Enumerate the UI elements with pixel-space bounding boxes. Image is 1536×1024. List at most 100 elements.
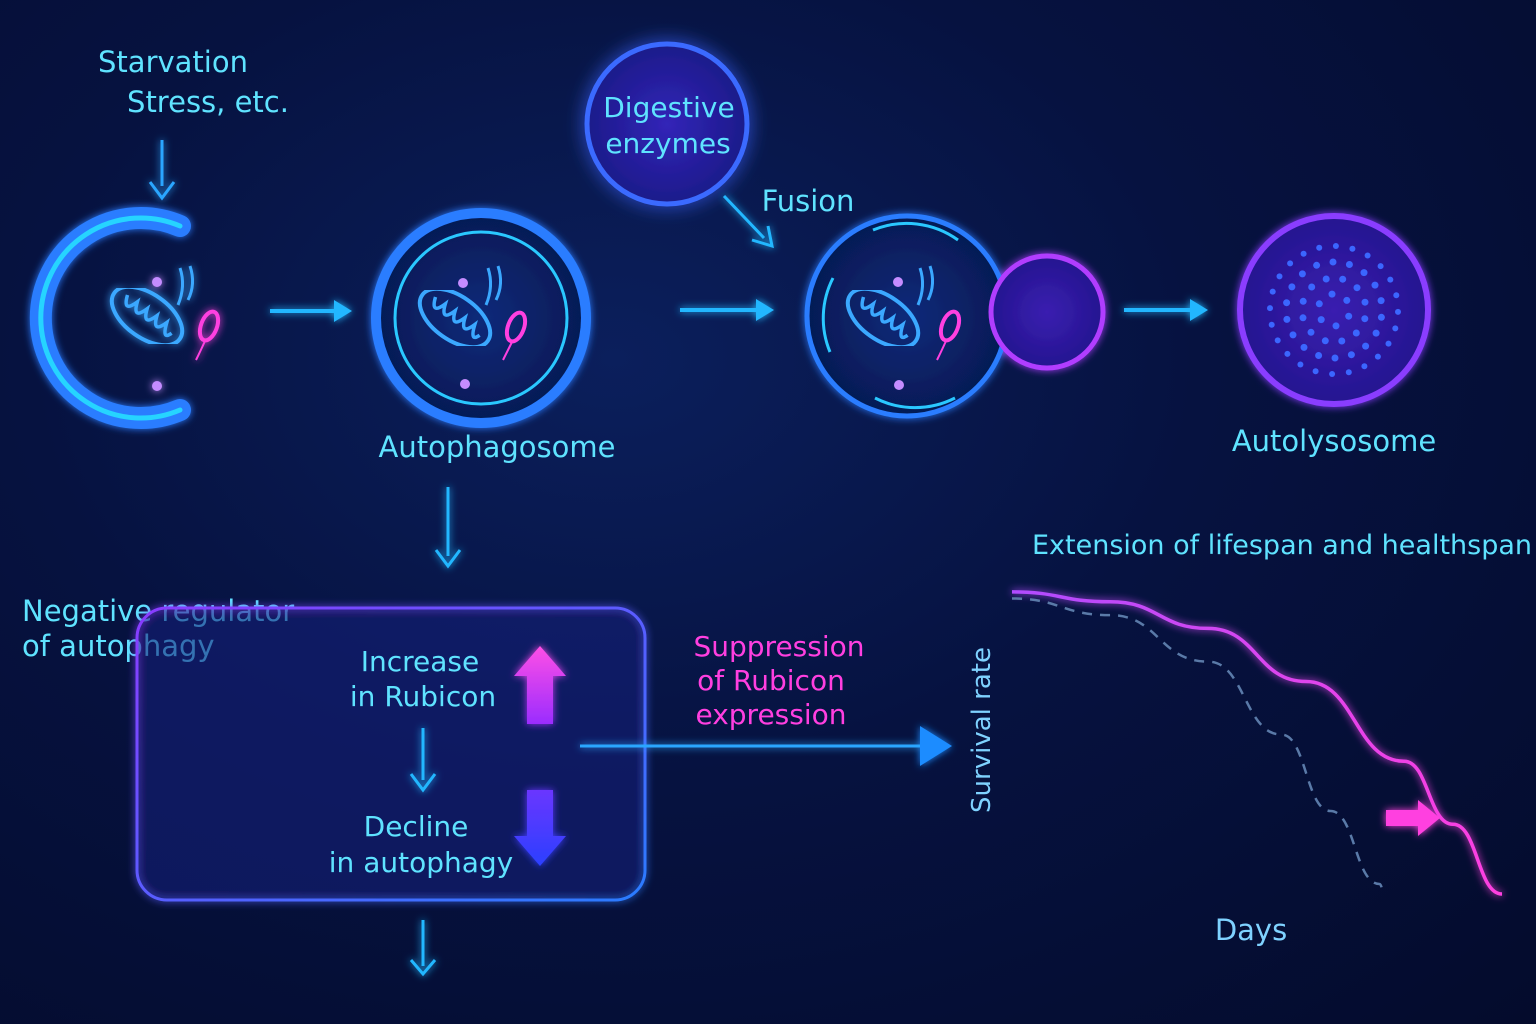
particle-dot [1300, 250, 1307, 257]
particle-dot [1299, 314, 1307, 322]
particle-dot [1268, 321, 1275, 328]
particle-dot [1329, 371, 1336, 377]
particle-dot [1274, 337, 1281, 344]
particle-dot [1360, 269, 1368, 277]
particle-dot [1315, 300, 1323, 308]
rubicon-box [135, 606, 647, 902]
enzymes-label: enzymes [605, 127, 730, 160]
stress-label: Stress, etc. [127, 85, 289, 119]
down-arrow-icon [514, 790, 566, 866]
particle-dot [1343, 296, 1351, 304]
down-arrow-autophagosome [434, 487, 462, 569]
particle-dot [1312, 368, 1319, 375]
increase-label-line2: in Rubicon [350, 680, 496, 713]
particle-dot [1345, 312, 1353, 320]
particle-dot [1328, 290, 1336, 298]
decline-label-line2: in autophagy [329, 846, 513, 879]
suppression-label-line3: expression [695, 698, 846, 731]
particle-dot [1338, 337, 1346, 345]
particle-dot [1297, 361, 1304, 368]
particle-dot [1332, 243, 1339, 249]
particle-dot [1315, 352, 1323, 359]
particle-dot [1371, 281, 1379, 289]
particle-dot [1377, 297, 1385, 305]
particle-dot [1331, 354, 1339, 362]
down-arrow-bottom [409, 920, 437, 977]
lysosome [584, 41, 750, 207]
suppression-arrow [580, 726, 952, 766]
particle-dot [1349, 245, 1356, 252]
particle-dot [1267, 305, 1273, 312]
particle-dot [1361, 363, 1368, 370]
up-arrow-icon [514, 646, 566, 724]
particle-dot [1321, 337, 1329, 345]
particle-dot [1387, 276, 1394, 283]
particle-dot [1374, 353, 1381, 360]
particle-dot [1332, 322, 1340, 330]
particle-dot [1313, 261, 1321, 269]
particle-dot [1300, 343, 1308, 351]
particle-dot [1361, 315, 1369, 323]
box-inner-arrow [409, 728, 437, 793]
fusion-label: Fusion [762, 184, 855, 218]
particle-dot [1392, 325, 1399, 332]
decline-label-line1: Decline [364, 810, 469, 843]
particle-dot [1377, 313, 1385, 321]
control-survival-curve [1011, 597, 1385, 896]
particle-dot [1347, 351, 1355, 359]
particle-dot [1298, 270, 1306, 278]
y-axis-label: Survival rate [967, 647, 997, 813]
particle-dot [1329, 258, 1337, 266]
suppression-label-line2: of Rubicon [697, 664, 845, 697]
particle-dot [1393, 292, 1400, 299]
increase-label-line1: Increase [361, 645, 480, 678]
extension-arrow-icon [1386, 800, 1440, 836]
fusion-arrow [722, 194, 774, 249]
autolysosome [1237, 213, 1431, 407]
particle-dot [1288, 283, 1296, 291]
flow-arrow-2 [680, 299, 774, 321]
autophagosome [371, 208, 591, 428]
starvation-label: Starvation [98, 45, 248, 79]
survival-chart [1008, 562, 1504, 898]
fusion-vesicle [804, 213, 1106, 419]
particle-dot [1283, 315, 1291, 323]
particle-dot [1269, 288, 1276, 295]
extended-survival-curve [1011, 590, 1503, 896]
particle-dot [1308, 283, 1316, 291]
particle-dot [1283, 299, 1291, 307]
particle-dot [1361, 298, 1369, 306]
x-axis-label: Days [1215, 913, 1287, 947]
mitochondrion-icon [102, 288, 192, 344]
particle-dot [1316, 244, 1323, 251]
suppression-label-line1: Suppression [693, 630, 864, 663]
particle-dot [1353, 284, 1361, 292]
autophagosome-label: Autophagosome [379, 430, 616, 464]
digestive-label: Digestive [603, 91, 734, 124]
particle-dot [1362, 342, 1370, 350]
particle-dot [1352, 329, 1360, 337]
particle-dot [1317, 316, 1325, 324]
particle-dot [1276, 273, 1283, 280]
chart-title: Extension of lifespan and healthspan [1032, 530, 1532, 561]
input-arrow [148, 140, 176, 201]
particle-dot [1345, 369, 1352, 376]
particle-dot [1322, 275, 1330, 283]
particle-dot [1345, 261, 1353, 268]
particle-dot [1385, 340, 1392, 347]
flow-arrow-1 [270, 300, 352, 322]
particle-dot [1289, 331, 1297, 339]
particle-dot [1364, 252, 1371, 259]
particle-dot [1339, 275, 1347, 283]
particle-dot [1287, 260, 1294, 267]
phagophore [29, 207, 221, 429]
particle-dot [1395, 308, 1401, 315]
particle-dot [1284, 350, 1291, 357]
flow-arrow-3 [1124, 299, 1208, 321]
particle-dot [1372, 329, 1380, 337]
particle-dot [1299, 297, 1307, 305]
autolysosome-label: Autolysosome [1232, 424, 1436, 458]
particle-dot [1307, 328, 1315, 336]
particle-dot [1377, 263, 1384, 270]
